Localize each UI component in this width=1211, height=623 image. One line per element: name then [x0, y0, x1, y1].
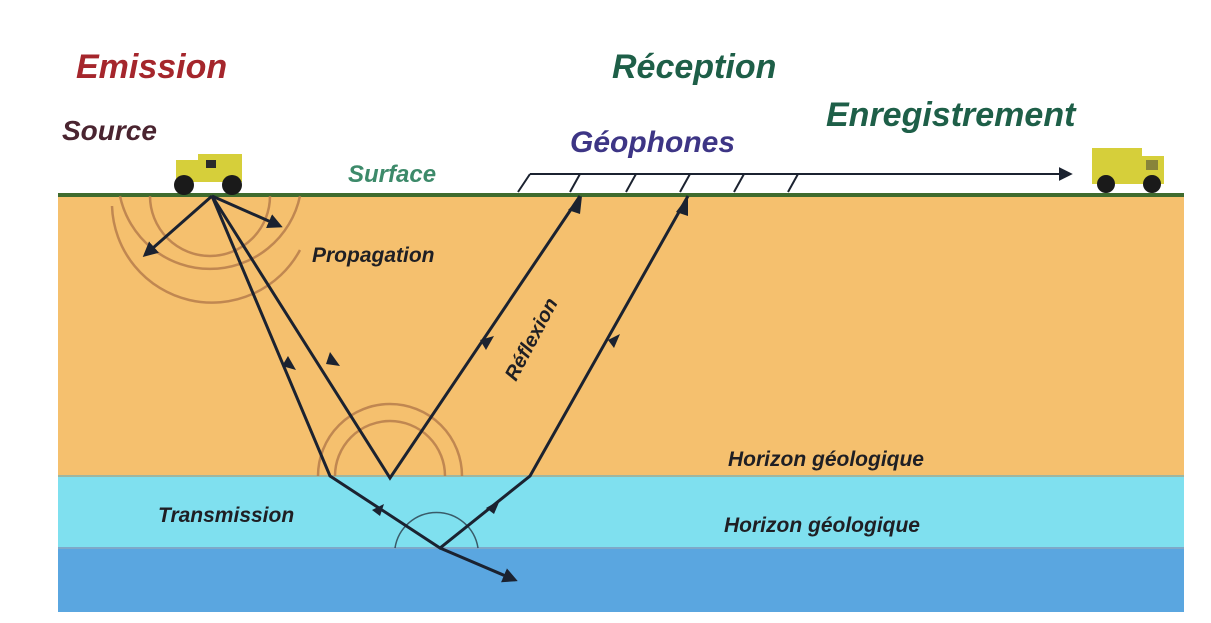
enregistrement-label: Enregistrement — [826, 96, 1077, 134]
geophone-cable — [517, 167, 1073, 193]
source-label: Source — [62, 115, 157, 146]
reflection-wavefronts — [316, 402, 464, 477]
seismic-rays — [210, 195, 690, 583]
ray-direction-markers — [282, 196, 688, 516]
middle-layer — [58, 476, 1184, 548]
geophones-label: Géophones — [570, 126, 735, 159]
propagation-label: Propagation — [312, 244, 435, 267]
upper-layer — [58, 196, 1184, 476]
transmission-label: Transmission — [158, 504, 294, 527]
horizon-label-1: Horizon géologique — [728, 448, 924, 471]
reflected-ray-1 — [210, 195, 582, 481]
source-wavefronts — [110, 195, 302, 304]
recording-vehicle-icon — [1092, 148, 1164, 193]
surface-label: Surface — [348, 161, 436, 188]
propagation-arrows — [142, 194, 283, 257]
emission-label: Emission — [76, 48, 227, 86]
horizon-label-2: Horizon géologique — [724, 514, 920, 537]
lower-layer — [58, 548, 1184, 612]
reception-label: Réception — [612, 48, 776, 86]
source-vehicle-icon — [174, 154, 242, 195]
transmitted-ray — [439, 546, 518, 583]
transmission-wavefront — [394, 511, 479, 549]
